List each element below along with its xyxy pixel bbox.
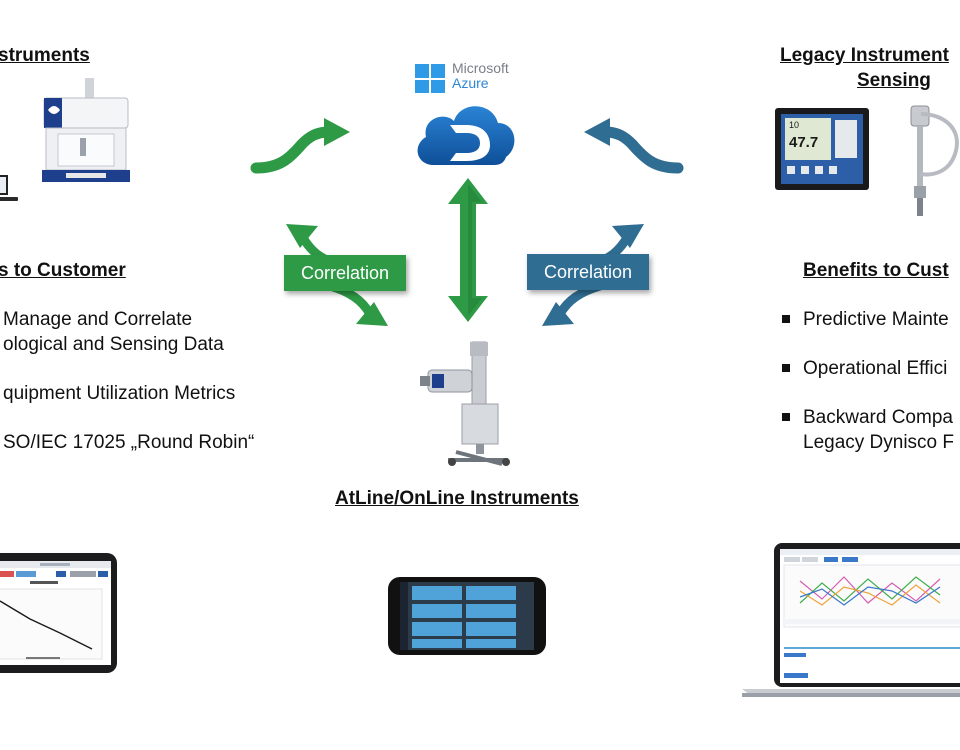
azure-label: Azure xyxy=(452,75,489,91)
laptop-icon xyxy=(0,175,18,201)
rheometer-icon xyxy=(42,78,130,182)
right-bullet-3 xyxy=(782,413,790,421)
pressure-controller-icon: 10 47.7 xyxy=(775,108,869,190)
tablet-icon xyxy=(0,553,117,673)
left-benefit-1-line-2: ological and Sensing Data xyxy=(3,334,224,355)
right-benefit-3-line-2: Legacy Dynisco F xyxy=(803,432,955,453)
right-header-line-2: Sensing xyxy=(857,70,931,91)
left-benefit-3: SO/IEC 17025 „Round Robin“ xyxy=(3,432,255,453)
blue-swoosh-arrow xyxy=(584,118,684,174)
green-swoosh-arrow xyxy=(250,118,350,174)
atline-header: AtLine/OnLine Instruments xyxy=(335,488,579,509)
right-benefit-3-line-1: Backward Compa xyxy=(803,407,953,428)
right-benefits-header: Benefits to Cust xyxy=(803,260,949,281)
correlation-label-right: Correlation xyxy=(543,262,633,282)
inline-rheometer-icon xyxy=(420,341,510,466)
right-header-line-1: Legacy Instrument xyxy=(780,45,949,66)
left-benefit-2: quipment Utilization Metrics xyxy=(3,383,236,404)
left-benefit-1-line-1: Manage and Correlate xyxy=(3,309,193,330)
azure-microsoft-label: Microsoft xyxy=(452,60,509,76)
right-bullet-2 xyxy=(782,364,790,372)
controller-display-top: 10 xyxy=(789,120,800,130)
cloud-icon xyxy=(417,106,515,165)
vertical-double-arrow xyxy=(448,178,488,322)
pressure-sensor-icon xyxy=(910,105,959,216)
macbook-icon xyxy=(742,543,960,697)
phone-icon xyxy=(388,577,546,655)
right-benefit-2: Operational Effici xyxy=(803,358,948,379)
right-bullet-1 xyxy=(782,315,790,323)
correlation-label-left: Correlation xyxy=(300,263,390,283)
windows-logo-icon xyxy=(415,64,445,93)
right-benefit-1: Predictive Mainte xyxy=(803,309,949,330)
correlation-label-left-box xyxy=(284,255,406,291)
controller-display-main: 47.7 xyxy=(789,134,819,151)
correlation-label-right-box xyxy=(527,254,649,290)
left-header: struments xyxy=(0,45,90,66)
left-benefits-header: s to Customer xyxy=(0,260,126,281)
